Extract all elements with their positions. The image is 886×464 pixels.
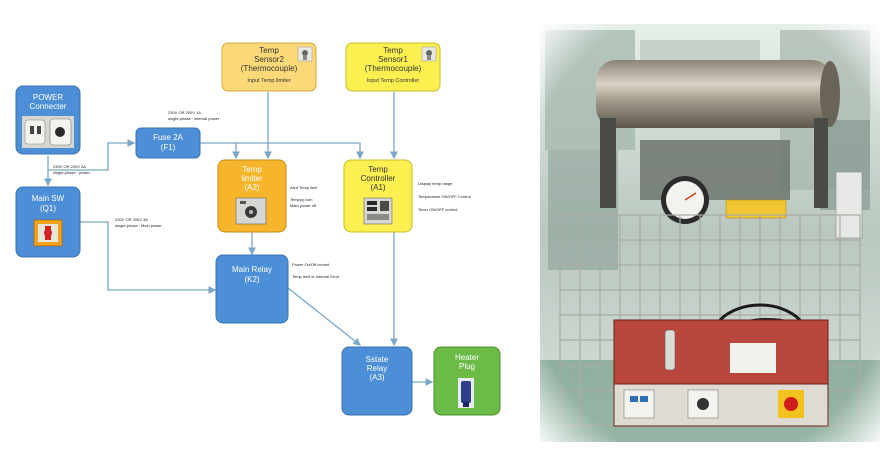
temp-sensor1-line3: (Thermocouple): [365, 64, 422, 73]
temp-sensor1-line1: Temp: [383, 46, 403, 55]
connectors: [44, 92, 434, 386]
note-fuse-power: 230V OR 200V 1A single-phase : internal …: [168, 110, 220, 121]
note-line: single-phase : Main power: [115, 223, 162, 228]
note-line: Alert Temp limit: [290, 185, 318, 190]
plug-photo-icon: [22, 116, 74, 148]
temp-sensor2-line4: Input Temp limiter: [247, 78, 290, 84]
note-power-to-main: 230V OR 200V 3A single-phase : power: [53, 164, 91, 175]
box-main-relay: Main Relay (K2): [215, 254, 289, 324]
thermocouple-photo-icon: [297, 46, 313, 62]
box-temp-controller: Temp Controller (A1): [343, 159, 413, 233]
power-connector-line2: Connecter: [30, 102, 67, 111]
arrow-fuse-to-controller: [236, 142, 364, 160]
box-temp-sensor2: Temp Sensor2 (Thermocouple) Input Temp l…: [221, 42, 317, 92]
switch-photo-icon: [33, 219, 63, 247]
note-line: Temp(s) turn: [290, 197, 312, 202]
fuse-line2: (F1): [161, 143, 176, 152]
box-temp-limiter: Temp limiter (A2): [217, 159, 287, 233]
note-line: Display temp range: [418, 181, 453, 186]
arrow-power-to-fuse: [48, 139, 136, 171]
temp-sensor1-line4: Input Temp Controller: [367, 78, 420, 84]
arrow-fuse-to-limiter: [200, 142, 240, 160]
note-line: single-phase : internal power: [168, 116, 220, 121]
box-main-sw: Main SW (Q1): [15, 186, 81, 258]
sstate-relay-line1: Sstate: [366, 355, 389, 364]
main-sw-line2: (Q1): [40, 204, 56, 213]
note-line: Temperature ON/OFF Control: [418, 194, 471, 199]
note-line: Temp limit or Internal Error: [292, 274, 340, 279]
box-sstate-relay: Sstate Relay (A3): [341, 346, 413, 416]
main-relay-line2: (K2): [244, 275, 259, 284]
note-limiter: Alert Temp limit Temp(s) turn Main power…: [290, 185, 318, 208]
plug-photo-icon: [458, 378, 474, 408]
main-sw-line1: Main SW: [32, 194, 65, 203]
temp-controller-line1: Temp: [368, 165, 388, 174]
box-temp-sensor1: Temp Sensor1 (Thermocouple) Input Temp C…: [345, 42, 441, 92]
note-line: Timer ON/OFF control: [418, 207, 458, 212]
equipment-photo: [540, 24, 880, 442]
arrow-main-sw-to-main-relay: [80, 221, 217, 294]
controller-photo-icon: [363, 197, 393, 225]
temp-controller-line3: (A1): [370, 183, 385, 192]
note-relay: Power On/Off control Temp limit or Inter…: [292, 262, 340, 279]
temp-sensor2-line1: Temp: [259, 46, 279, 55]
temp-limiter-line1: Temp: [242, 165, 262, 174]
note-line: Power On/Off control: [292, 262, 329, 267]
note-line: 230V OR 200V 3A: [53, 164, 86, 169]
heater-plug-line2: Plug: [459, 362, 475, 371]
thermocouple-photo-icon: [421, 46, 437, 62]
note-line: 230V OR 200V 1A: [168, 110, 201, 115]
box-fuse: Fuse 2A (F1): [135, 127, 201, 159]
power-connector-line1: POWER: [33, 93, 63, 102]
temp-sensor2-line2: Sensor2: [254, 55, 284, 64]
fuse-line1: Fuse 2A: [153, 133, 183, 142]
sstate-relay-line2: Relay: [367, 364, 387, 373]
box-power-connector: POWER Connecter: [15, 85, 81, 155]
temp-sensor2-line3: (Thermocouple): [241, 64, 298, 73]
note-line: 230V OR 200V 3A: [115, 217, 148, 222]
box-heater-plug: Heater Plug: [433, 346, 501, 416]
temp-limiter-line2: limiter: [241, 174, 263, 183]
note-main-power: 230V OR 200V 3A single-phase : Main powe…: [115, 217, 162, 228]
heater-plug-line1: Heater: [455, 353, 479, 362]
main-relay-line1: Main Relay: [232, 265, 272, 274]
limiter-photo-icon: [235, 197, 267, 225]
arrow-main-relay-to-sstate-relay: [287, 287, 362, 346]
sstate-relay-line3: (A3): [369, 373, 384, 382]
temp-sensor1-line2: Sensor1: [378, 55, 408, 64]
note-line: single-phase : power: [53, 170, 91, 175]
temp-controller-line2: Controller: [361, 174, 396, 183]
note-line: Main power off: [290, 203, 317, 208]
note-controller: Display temp range Temperature ON/OFF Co…: [418, 181, 471, 212]
temp-limiter-line3: (A2): [244, 183, 259, 192]
